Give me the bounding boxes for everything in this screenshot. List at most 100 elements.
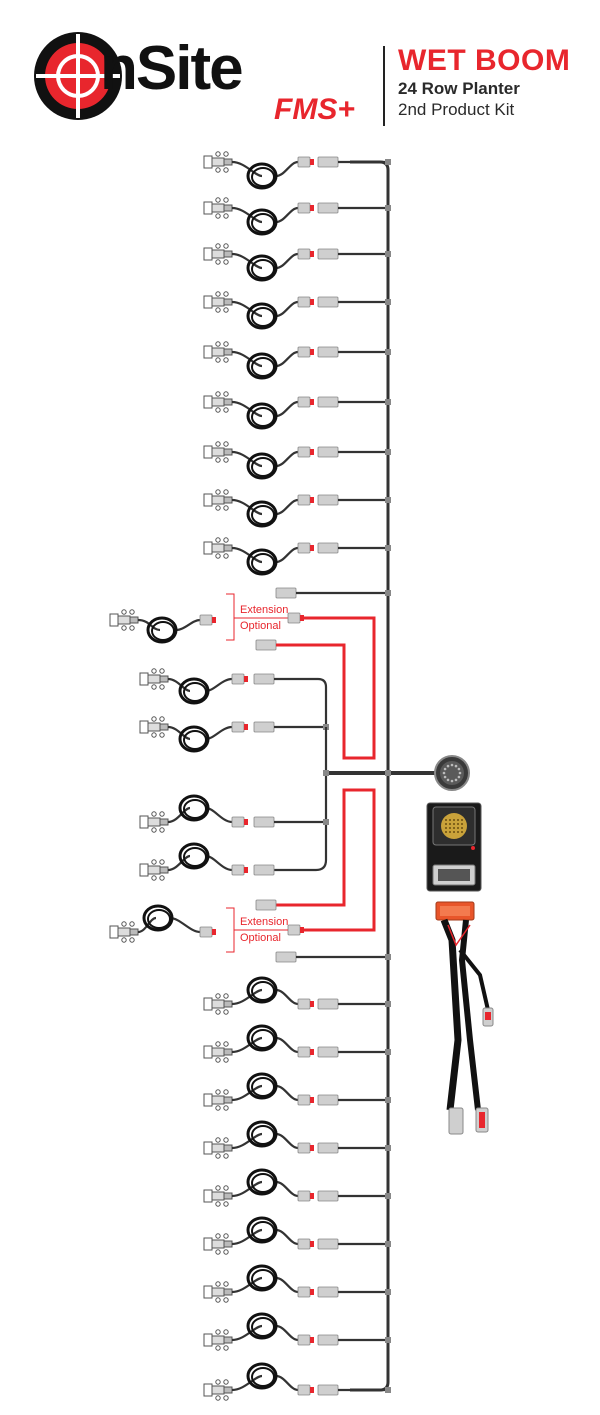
coil-icon [246,352,278,380]
coil-icon [178,842,210,870]
subtitle-kit: 2nd Product Kit [398,100,515,119]
nozzle-icon [203,151,233,173]
nozzle-icon [203,1185,233,1207]
extension-label: Extension [240,916,288,928]
connector-icon [253,721,275,733]
coil-icon [246,1024,278,1052]
connector-icon [317,998,339,1010]
nozzle-icon [203,1281,233,1303]
main-trunk-cable [350,160,390,1392]
connector-icon [317,446,339,458]
junction-node [385,299,391,305]
coil-icon [246,1264,278,1292]
connector-icon [287,924,305,936]
connector-icon [297,1286,315,1298]
nozzle-icon [139,716,169,738]
connector-icon [297,396,315,408]
connector-icon [297,1190,315,1202]
sub-trunk-cable [274,822,328,872]
extension-cable [304,616,376,760]
nozzle-icon [203,1137,233,1159]
header-divider [383,46,385,126]
junction-node [385,449,391,455]
connector-icon [297,446,315,458]
coil-icon [246,1312,278,1340]
connector-icon [231,721,249,733]
connector-icon [317,1094,339,1106]
connector-icon [317,1142,339,1154]
extension-cable [304,788,376,932]
nozzle-icon [203,1329,233,1351]
subtitle-row-count: 24 Row Planter [398,79,520,98]
connector-icon [199,614,217,626]
connector-icon [317,1334,339,1346]
coil-icon [246,1362,278,1390]
coil-icon [178,677,210,705]
junction-node [385,497,391,503]
extension-optional-label: Optional [240,620,281,632]
nozzle-icon [203,537,233,559]
nozzle-icon [203,341,233,363]
connector-icon [253,816,275,828]
connector-icon [297,542,315,554]
junction-node [385,1145,391,1151]
extension-optional-label: Optional [240,932,281,944]
connector-icon [317,494,339,506]
nozzle-icon [203,441,233,463]
connector-icon [297,998,315,1010]
junction-node [385,399,391,405]
connector-icon [297,296,315,308]
connector-icon [317,346,339,358]
nozzle-icon [203,391,233,413]
extension-label: Extension [240,604,288,616]
junction-node [385,159,391,165]
junction-node [323,770,329,776]
junction-node [385,590,391,596]
junction-node [385,1097,391,1103]
junction-node [385,1049,391,1055]
connector-icon [317,1384,339,1396]
connector-icon [317,1286,339,1298]
connector-icon [287,612,305,624]
connector-icon [297,346,315,358]
coil-icon [246,1168,278,1196]
coil-icon [246,976,278,1004]
connector-icon [297,156,315,168]
nozzle-icon [109,609,139,631]
junction-node [385,1337,391,1343]
connector-icon [317,396,339,408]
coil-icon [246,402,278,430]
coil-icon [142,904,174,932]
connector-icon [297,494,315,506]
junction-node [385,1387,391,1393]
connector-icon [253,673,275,685]
round-connector-icon [434,755,470,791]
connector-icon [275,587,297,599]
connector-icon [297,1094,315,1106]
junction-node [385,954,391,960]
connector-icon [231,816,249,828]
connector-icon [255,899,277,911]
connector-icon [255,639,277,651]
connector-icon [317,248,339,260]
nozzle-icon [203,489,233,511]
junction-node [385,251,391,257]
junction-node [385,1193,391,1199]
coil-icon [246,548,278,576]
coil-icon [246,500,278,528]
nozzle-icon [203,1379,233,1401]
coil-icon [246,302,278,330]
nozzle-icon [139,859,169,881]
nozzle-icon [109,921,139,943]
nozzle-icon [203,1041,233,1063]
coil-icon [246,208,278,236]
coil-icon [246,254,278,282]
branch-cable [274,677,328,727]
coil-icon [178,725,210,753]
junction-node [385,349,391,355]
coil-icon [246,162,278,190]
coil-icon [246,1216,278,1244]
junction-node [323,819,329,825]
nozzle-icon [203,243,233,265]
